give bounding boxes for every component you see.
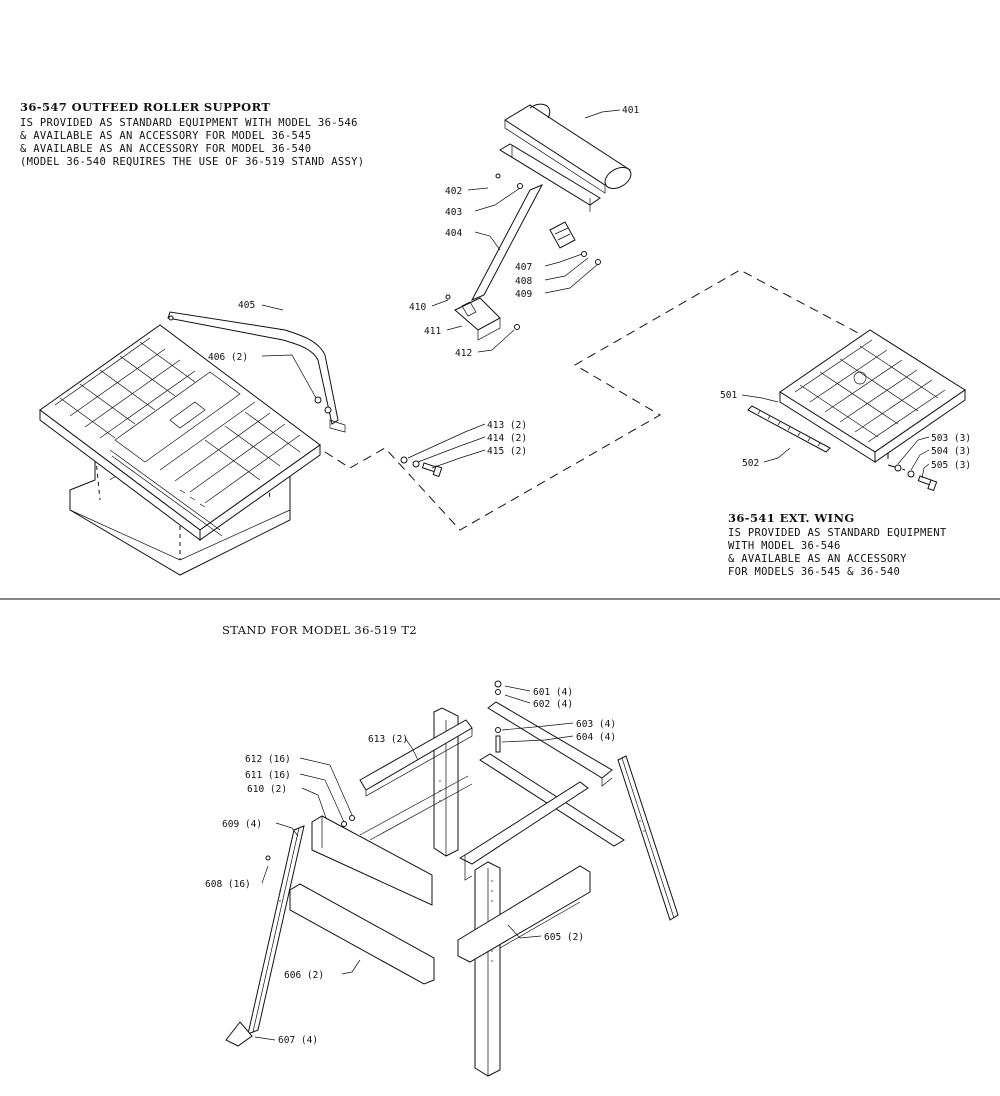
part-label: 412	[455, 348, 472, 359]
assembly-path-dashed	[324, 269, 891, 531]
part-labels: 401 402 403 404 407 408 409 410 411 412 …	[205, 105, 971, 1046]
outfeed-roller-illustration	[445, 103, 632, 341]
part-label: 608 (16)	[205, 879, 251, 890]
part-label: 410	[409, 302, 426, 313]
part-label: 404	[445, 228, 462, 239]
part-label: 415 (2)	[487, 446, 527, 457]
part-label: 605 (2)	[544, 932, 584, 943]
part-label: 503 (3)	[931, 433, 971, 444]
leader-lines	[254, 109, 930, 1041]
outfeed-line: & AVAILABLE AS AN ACCESSORY FOR MODEL 36…	[20, 130, 311, 142]
wing-title: 36-541 EXT. WING	[728, 511, 855, 525]
outfeed-line: (MODEL 36-540 REQUIRES THE USE OF 36-519…	[20, 156, 364, 168]
wing-line: IS PROVIDED AS STANDARD EQUIPMENT	[728, 527, 947, 539]
outfeed-title: 36-547 OUTFEED ROLLER SUPPORT	[20, 100, 270, 114]
part-label: 403	[445, 207, 462, 218]
part-label: 601 (4)	[533, 687, 573, 698]
part-label: 414 (2)	[487, 433, 527, 444]
part-label: 612 (16)	[245, 754, 291, 765]
part-label: 409	[515, 289, 532, 300]
part-label: 406 (2)	[208, 352, 248, 363]
part-label: 501	[720, 390, 737, 401]
wing-line: FOR MODELS 36-545 & 36-540	[728, 566, 900, 578]
part-label: 602 (4)	[533, 699, 573, 710]
part-label: 504 (3)	[931, 446, 971, 457]
part-label: 402	[445, 186, 462, 197]
outfeed-line: IS PROVIDED AS STANDARD EQUIPMENT WITH M…	[20, 117, 358, 129]
brace-405-illustration	[167, 311, 346, 433]
ext-wing-illustration	[747, 329, 966, 492]
part-label: 413 (2)	[487, 420, 527, 431]
part-label: 606 (2)	[284, 970, 324, 981]
part-label: 411	[424, 326, 441, 337]
part-label: 401	[622, 105, 639, 116]
bolt-413-415-illustration	[400, 456, 443, 478]
wing-line: WITH MODEL 36-546	[728, 540, 841, 552]
wing-description: 36-541 EXT. WING IS PROVIDED AS STANDARD…	[728, 511, 947, 578]
part-label: 610 (2)	[247, 784, 287, 795]
stand-title: STAND FOR MODEL 36-519 T2	[222, 623, 417, 637]
part-label: 603 (4)	[576, 719, 616, 730]
part-label: 405	[238, 300, 255, 311]
part-label: 505 (3)	[931, 460, 971, 471]
part-label: 609 (4)	[222, 819, 262, 830]
part-label: 611 (16)	[245, 770, 291, 781]
part-label: 613 (2)	[368, 734, 408, 745]
table-saw-illustration	[39, 324, 321, 576]
outfeed-description: 36-547 OUTFEED ROLLER SUPPORT IS PROVIDE…	[20, 100, 364, 168]
part-label: 407	[515, 262, 532, 273]
wing-line: & AVAILABLE AS AN ACCESSORY	[728, 553, 907, 565]
outfeed-line: & AVAILABLE AS AN ACCESSORY FOR MODEL 36…	[20, 143, 311, 155]
part-label: 502	[742, 458, 759, 469]
part-label: 607 (4)	[278, 1035, 318, 1046]
part-label: 408	[515, 276, 532, 287]
stand-illustration	[225, 680, 679, 1077]
part-label: 604 (4)	[576, 732, 616, 743]
